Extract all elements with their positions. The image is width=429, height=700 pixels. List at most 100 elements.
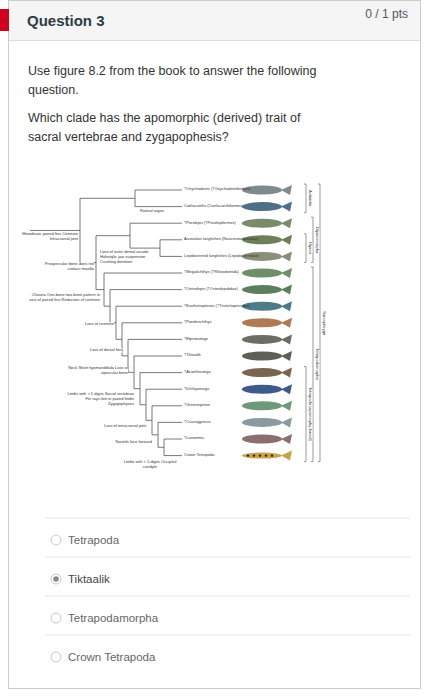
animal-figure bbox=[242, 268, 292, 278]
tree-branch bbox=[158, 422, 182, 423]
clade-name: Sarcopterygii bbox=[322, 311, 327, 334]
taxon-name: †Osteolepis (†Osteolepididae) bbox=[184, 287, 240, 292]
animal-tail bbox=[281, 351, 292, 361]
clade-bracket bbox=[304, 367, 306, 462]
animal-body bbox=[242, 219, 282, 228]
animal-spot bbox=[253, 454, 255, 456]
tree-branch bbox=[122, 355, 128, 356]
animal-tail bbox=[281, 434, 292, 444]
animal-body bbox=[242, 335, 282, 344]
animal-body bbox=[242, 252, 282, 261]
tree-branch bbox=[146, 389, 182, 390]
tree-branch bbox=[160, 239, 182, 240]
character-label: Choana One-bone two-bone pattern in axis… bbox=[28, 293, 100, 303]
animal-spot bbox=[271, 454, 273, 456]
tree-branch bbox=[128, 372, 134, 373]
tree-branch bbox=[135, 190, 136, 207]
animal-figure bbox=[242, 285, 292, 295]
taxon-name: Australian lungfishes (Neoceratodontidae… bbox=[184, 237, 240, 242]
animal-tail bbox=[281, 285, 292, 295]
tree-branch bbox=[116, 306, 117, 339]
question-header: Question 30 / 1 pts bbox=[9, 1, 420, 41]
clade-name: Tetrapoda (apomorphy-based) bbox=[308, 387, 313, 441]
radio-button bbox=[51, 535, 61, 545]
animal-figure bbox=[242, 334, 292, 344]
tree-branch bbox=[116, 306, 182, 307]
animal-figure bbox=[242, 401, 292, 411]
tree-branch bbox=[116, 339, 122, 340]
animal-figure bbox=[242, 251, 292, 261]
taxon-name: †Elpistostege bbox=[184, 337, 240, 342]
clade-name: Tetrapodomorpha bbox=[315, 349, 320, 380]
tree-branch bbox=[96, 289, 104, 290]
animal-tail bbox=[281, 318, 292, 328]
radio-selected bbox=[53, 576, 59, 582]
option-divider bbox=[45, 557, 410, 558]
tree-branch bbox=[134, 356, 135, 389]
tree-branch bbox=[134, 356, 182, 357]
animal-body bbox=[242, 186, 282, 195]
tree-branch bbox=[130, 248, 160, 249]
tree-branch bbox=[80, 198, 135, 199]
taxon-name: †Megalichthys (†Rhizodontida) bbox=[184, 270, 240, 275]
option-text: Tiktaalik bbox=[68, 572, 368, 586]
tree-branch bbox=[160, 256, 182, 257]
tree-branch bbox=[146, 420, 152, 421]
animal-body bbox=[242, 318, 282, 327]
animal-figure bbox=[242, 417, 292, 427]
character-label: Loss of intracranial joint bbox=[80, 424, 146, 429]
animal-figure bbox=[242, 351, 292, 361]
taxon-name: †Onychodonts (†Onychodontiformes) bbox=[184, 187, 240, 192]
character-label: Neck Short hyomandibula Loss of opercula… bbox=[64, 366, 128, 376]
character-label: Loss of cosmine bbox=[60, 322, 114, 327]
clade-name: Actinistia bbox=[308, 190, 313, 206]
tree-branch bbox=[96, 236, 97, 290]
tree-branch bbox=[164, 439, 165, 456]
clade-bracket bbox=[311, 217, 313, 262]
taxon-name: †Acanthostega bbox=[184, 370, 240, 375]
clade-bracket bbox=[304, 234, 306, 263]
animal-body bbox=[242, 285, 282, 294]
tree-branch bbox=[140, 372, 182, 373]
taxon-name: Crown Tetrapoda bbox=[184, 453, 240, 458]
taxon-name: †Greererpeton bbox=[184, 403, 240, 408]
tree-branch bbox=[152, 406, 153, 435]
tree-branch bbox=[158, 422, 159, 447]
tree-branch bbox=[140, 373, 141, 405]
character-label: Loss of dorsal fins bbox=[60, 348, 122, 353]
option-text: Tetrapoda bbox=[68, 533, 368, 547]
animal-tail bbox=[281, 235, 292, 245]
tree-branch bbox=[104, 273, 182, 274]
character-label: Rostral organ bbox=[140, 209, 180, 214]
animal-body bbox=[242, 235, 282, 244]
animal-spot bbox=[247, 454, 249, 456]
question-text: Use figure 8.2 from the book to answer t… bbox=[28, 62, 328, 100]
option-divider bbox=[45, 596, 410, 597]
tree-branch bbox=[130, 223, 131, 248]
taxon-name: Lepidosirenid lungfishes (Lepidosirenida… bbox=[184, 254, 240, 259]
animal-tail bbox=[281, 384, 292, 394]
clade-brackets bbox=[304, 184, 320, 462]
animal-figure bbox=[242, 235, 292, 245]
animal-body bbox=[242, 368, 282, 377]
character-label: Monobasic paired fins Cosmine Intracrani… bbox=[22, 232, 78, 242]
tree-branch bbox=[110, 289, 182, 290]
radio-button bbox=[51, 652, 61, 662]
question-text: Which clade has the apomorphic (derived)… bbox=[28, 109, 328, 147]
taxon-name: †Porolepis (†Porolepiformes) bbox=[184, 221, 240, 226]
animal-body bbox=[242, 401, 282, 410]
animal-figure bbox=[242, 301, 292, 311]
tree-branch bbox=[134, 388, 140, 389]
animal-tail bbox=[281, 368, 292, 378]
animal-tail bbox=[281, 301, 292, 311]
option-text: Tetrapodamorpha bbox=[68, 611, 368, 625]
animal-spot bbox=[265, 454, 267, 456]
animal-tail bbox=[281, 401, 292, 411]
tree-branch bbox=[128, 339, 182, 340]
tree-branch bbox=[160, 240, 161, 257]
animal-spot bbox=[259, 454, 261, 456]
tree-branch bbox=[30, 230, 80, 231]
animal-tail bbox=[281, 417, 292, 427]
animal-body bbox=[242, 352, 282, 361]
taxon-name: †Ichthyostega bbox=[184, 387, 240, 392]
